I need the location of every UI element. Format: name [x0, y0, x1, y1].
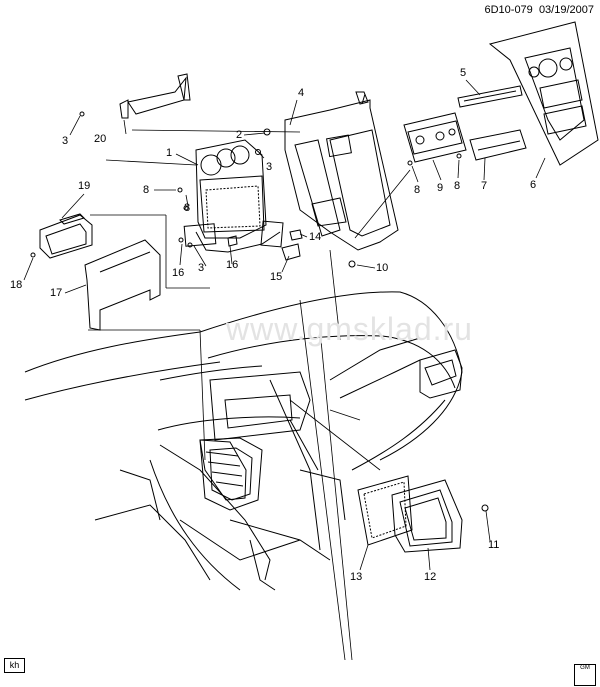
callout-2: 2 — [236, 129, 243, 141]
center-bezel — [285, 92, 398, 250]
callout-13: 13 — [350, 571, 363, 583]
callout-3a: 3 — [62, 135, 69, 147]
trim-plate-5 — [458, 86, 522, 107]
callout-11: 11 — [488, 539, 500, 551]
gm-logo-text: GM — [580, 665, 590, 671]
diagram-header: 6D10-079 03/19/2007 — [484, 4, 594, 16]
kh-badge: kh — [4, 658, 25, 673]
callout-8b: 8 — [184, 202, 191, 214]
climate-control-9 — [404, 113, 466, 162]
callout-19: 19 — [78, 180, 91, 192]
callout-3c: 3 — [198, 262, 205, 274]
bracket-13 — [358, 476, 412, 545]
callout-6: 6 — [530, 179, 537, 191]
nav-unit-12 — [392, 480, 462, 552]
left-air-vent — [200, 440, 246, 500]
callout-pointers — [24, 80, 545, 570]
callout-5: 5 — [460, 67, 467, 79]
callout-15: 15 — [270, 271, 283, 283]
diagram-date: 03/19/2007 — [538, 4, 594, 16]
watermark: www.gmsklad.ru — [226, 311, 473, 347]
callout-16b: 16 — [226, 259, 239, 271]
callout-9: 9 — [437, 182, 444, 194]
callout-3b: 3 — [266, 161, 273, 173]
callout-7: 7 — [481, 180, 488, 192]
callout-20: 20 — [94, 133, 107, 145]
callout-8a: 8 — [143, 184, 150, 196]
gm-logo: GM — [574, 664, 596, 686]
callout-14: 14 — [309, 231, 322, 243]
diagram-id: 6D10-079 — [484, 4, 533, 16]
callout-18: 18 — [10, 279, 23, 291]
callout-4: 4 — [298, 87, 305, 99]
callout-1: 1 — [166, 147, 173, 159]
display-19 — [40, 214, 92, 258]
radio-cluster — [184, 140, 283, 252]
cover-17 — [85, 240, 160, 330]
leader-lines — [88, 130, 410, 660]
upper-trim-20 — [120, 74, 190, 118]
trim-plate-6 — [490, 22, 598, 165]
callout-17: 17 — [50, 287, 63, 299]
fasteners — [31, 112, 488, 511]
switch-panel-7 — [470, 130, 526, 160]
callout-10: 10 — [376, 262, 389, 274]
callout-8d: 8 — [454, 180, 461, 192]
instrument-panel — [25, 292, 462, 590]
callout-8c: 8 — [414, 184, 421, 196]
callout-12: 12 — [424, 571, 437, 583]
callout-16a: 16 — [172, 267, 185, 279]
